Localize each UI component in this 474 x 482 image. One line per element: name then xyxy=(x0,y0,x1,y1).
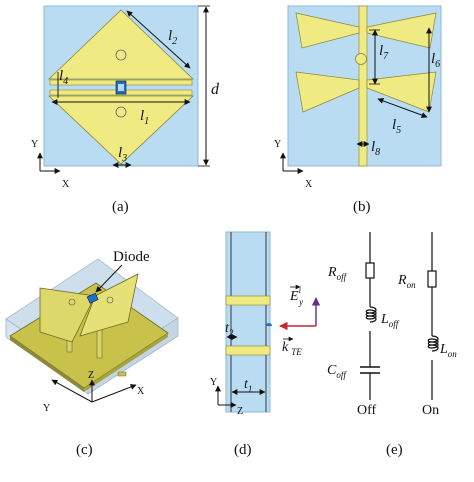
panel-b-dim-l5-line xyxy=(377,98,428,118)
panel-c-axis-x xyxy=(91,384,137,403)
panel-d-strip-bottom xyxy=(225,345,271,356)
panel-e-off-circuit: Roff Loff Coff Off xyxy=(327,232,400,418)
panel-b-label-l6: l6 xyxy=(431,51,440,70)
panel-e-label-loff: Loff xyxy=(380,312,400,329)
panel-c-diode-pointer xyxy=(95,264,123,293)
panel-a-via-bottom xyxy=(115,106,127,118)
panel-a-label-l2: l2 xyxy=(168,28,177,47)
panel-b-label-l5: l5 xyxy=(392,117,401,136)
panel-c-axis-z-label: Z xyxy=(88,370,94,381)
panel-e-label-coff: Coff xyxy=(327,363,347,380)
panel-c: Diode Z Y X (c) xyxy=(5,249,179,458)
panel-b-via xyxy=(355,53,367,65)
panel-d-label-t1: t1 xyxy=(244,377,252,394)
panel-b-axis-y-label: Y xyxy=(274,139,281,150)
panel-c-diode xyxy=(86,292,99,304)
panel-e-on-circuit: Ron Lon On xyxy=(397,232,457,418)
panel-b: l7 l6 l5 l8 Y X (b) xyxy=(274,5,442,215)
panel-a-lower-patch xyxy=(47,95,195,165)
panel-c-diode-label: Diode xyxy=(113,249,150,265)
panel-d-strip-top xyxy=(225,295,271,306)
panel-a-label-l1: l1 xyxy=(140,108,149,127)
caption-c: (c) xyxy=(76,442,93,458)
panel-e-lon-inductor xyxy=(427,335,439,352)
panel-c-patch-left xyxy=(39,287,96,343)
panel-b-upper-bowtie xyxy=(295,12,360,49)
panel-b-lower-bowtie xyxy=(295,71,360,113)
panel-d-label-t2: t2 xyxy=(225,321,234,338)
panel-e-roff-resistor xyxy=(365,262,375,279)
panel-a: d l2 l4 l1 l3 Y X (a) xyxy=(31,5,220,215)
panel-e-ron-resistor xyxy=(427,270,437,288)
panel-b-label-l8: l8 xyxy=(371,139,380,158)
panel-d-diode xyxy=(266,323,272,326)
panel-b-feed-line xyxy=(358,5,368,167)
panel-a-label-l4: l4 xyxy=(59,68,68,87)
panel-a-axis-y-label: Y xyxy=(31,139,38,150)
panel-d-axis-z-label: Z xyxy=(237,406,243,417)
panel-a-dim-l2-line xyxy=(126,10,191,69)
panel-c-axis-x-label: X xyxy=(137,386,145,397)
caption-b: (b) xyxy=(353,199,371,215)
panel-e-label-lon: Lon xyxy=(439,342,457,359)
caption-d: (d) xyxy=(234,442,252,458)
panel-a-axis-x-label: X xyxy=(62,179,70,190)
panel-a-via-top xyxy=(115,49,127,61)
caption-e: (e) xyxy=(386,442,403,458)
panel-d-axis-y-label: Y xyxy=(210,377,217,388)
panel-b-axis-x-label: X xyxy=(305,179,313,190)
panel-e-label-on: On xyxy=(422,403,439,418)
panel-e-label-off: Off xyxy=(357,403,377,418)
panel-c-axis-y xyxy=(51,379,93,403)
panel-c-axis-y-label: Y xyxy=(43,403,50,414)
caption-a: (a) xyxy=(112,199,129,215)
panel-e: Roff Loff Coff Off Ron Lon On (e) xyxy=(327,232,457,458)
panel-a-label-l3: l3 xyxy=(118,145,127,164)
panel-b-label-l7: l7 xyxy=(379,43,389,62)
panel-d-substrate xyxy=(225,231,271,413)
panel-e-loff-inductor xyxy=(365,306,377,323)
panel-a-label-d: d xyxy=(211,81,220,98)
panel-c-patch-right xyxy=(79,273,139,337)
panel-e-label-roff: Roff xyxy=(327,265,348,282)
panel-e-label-ron: Ron xyxy=(397,273,416,290)
